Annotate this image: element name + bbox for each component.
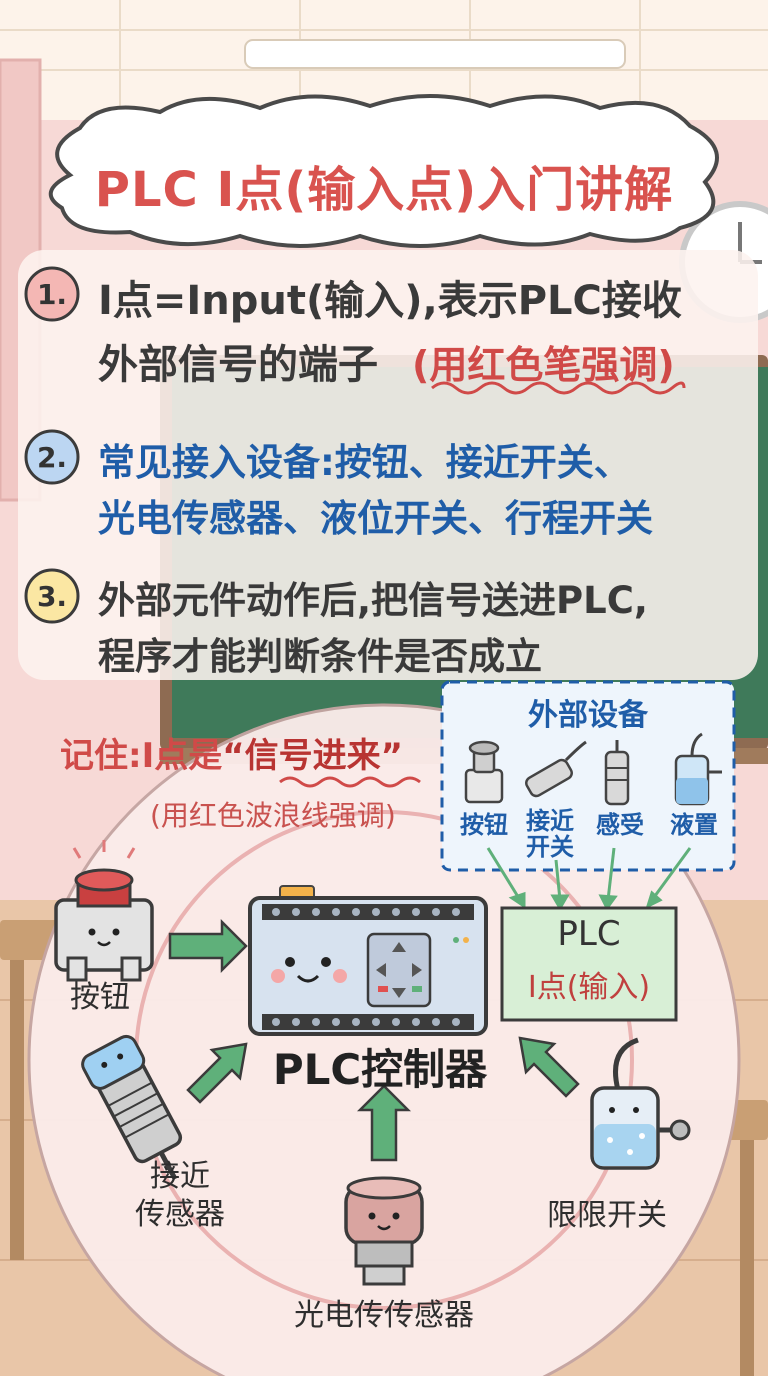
ceiling-light xyxy=(244,39,626,69)
badge-1-number: 1. xyxy=(36,278,68,311)
point-1-note: (用红色笔强调) xyxy=(412,343,675,387)
plc-controller-label: PLC控制器 xyxy=(272,1045,488,1094)
badge-2 xyxy=(24,429,80,485)
ext-device-label-4: 液置 xyxy=(670,811,718,839)
device-label-limit-switch: 限限开关 xyxy=(547,1198,667,1233)
plc-box-line-1: PLC xyxy=(557,914,621,954)
point-2-line-2: 光电传感器、液位开关、行程开关 xyxy=(98,497,653,540)
remember-note: (用红色波浪线强调) xyxy=(150,799,396,832)
wavy-underline-note xyxy=(431,381,686,395)
main-arrows xyxy=(168,918,580,1162)
badge-3 xyxy=(24,568,80,624)
ext-device-label-2: 接近 开关 xyxy=(526,807,574,861)
diagram-circle xyxy=(27,703,741,1376)
remember-prefix: 记住:I点是 xyxy=(60,736,223,776)
plc-controller-device xyxy=(248,885,488,1036)
page-title: PLC I点(输入点)入门讲解 xyxy=(94,162,674,218)
title-cloud xyxy=(48,94,719,248)
arrow-proximity-to-plc xyxy=(186,1042,248,1104)
device-label-proximity: 接近 传感器 xyxy=(135,1159,225,1232)
limit-switch-icon xyxy=(590,1037,691,1170)
photoelectric-sensor-icon xyxy=(344,1176,424,1286)
external-devices-box xyxy=(440,680,736,872)
wavy-underline-remember xyxy=(279,776,421,788)
badge-3-number: 3. xyxy=(36,580,68,613)
plc-box-line-2: I点(输入) xyxy=(527,970,651,1005)
arrow-button-to-plc xyxy=(168,918,248,974)
badge-2-number: 2. xyxy=(36,441,68,474)
ext-device-label-1: 按钮 xyxy=(460,811,508,839)
point-3-line-1: 外部元件动作后,把信号送进PLC, xyxy=(98,579,648,622)
plc-input-box xyxy=(500,906,678,1022)
device-label-button: 按钮 xyxy=(70,980,130,1015)
remember-line: 记住:I点是“信号进来” xyxy=(60,728,403,777)
proximity-sensor-icon xyxy=(81,1034,183,1181)
text-panel xyxy=(18,250,758,680)
remember-highlight: “信号进来” xyxy=(222,736,403,776)
point-1-line-2: 外部信号的端子 xyxy=(98,342,378,388)
ext-sensor-icon xyxy=(604,740,630,806)
point-3-line-2: 程序才能判断条件是否成立 xyxy=(98,635,542,678)
ext-push-button-icon xyxy=(464,740,504,804)
red-push-button-icon xyxy=(54,840,154,982)
ext-level-switch-icon xyxy=(674,732,722,806)
badge-1 xyxy=(24,266,80,322)
ext-arrows xyxy=(486,847,692,911)
arrow-limit-to-plc xyxy=(518,1036,580,1098)
ext-device-label-3: 感受 xyxy=(596,811,644,839)
external-devices-title: 外部设备 xyxy=(528,698,648,733)
device-label-photoelectric: 光电传传感器 xyxy=(294,1298,474,1333)
arrow-photo-to-plc xyxy=(356,1084,412,1162)
ext-proximity-switch-icon xyxy=(525,740,587,798)
point-2-line-1: 常见接入设备:按钮、接近开关、 xyxy=(98,441,631,484)
point-1-line-1: I点=Input(输入),表示PLC接收 xyxy=(98,278,682,324)
